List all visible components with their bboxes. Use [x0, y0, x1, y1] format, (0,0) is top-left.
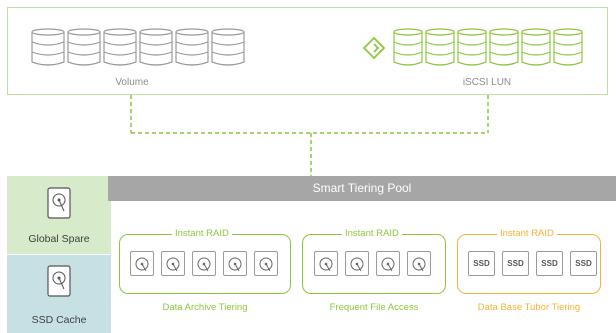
smart-tiering-pool-header: Smart Tiering Pool	[108, 176, 616, 201]
hard-drive-icon	[47, 187, 71, 219]
ssd-disk-icon: SSD	[570, 251, 597, 276]
dashed-connector	[130, 95, 489, 176]
tier-label-data-archive: Data Archive Tiering	[162, 302, 248, 313]
global-spare-label: Global Spare	[28, 233, 90, 245]
instant-raid-label: Instant RAID	[342, 228, 402, 239]
hard-drive-icon	[47, 265, 71, 297]
instant-raid-label: Instant RAID	[172, 228, 232, 239]
disk-row: SSD SSD SSD SSD	[468, 251, 597, 276]
ssd-cache-label: SSD Cache	[31, 314, 87, 326]
instant-raid-label: Instant RAID	[497, 228, 557, 239]
disk-row	[314, 251, 431, 276]
storage-frame	[7, 7, 608, 95]
hdd-disk-icon	[314, 251, 338, 276]
hdd-disk-icon	[376, 251, 400, 276]
hdd-disk-icon	[254, 251, 278, 276]
iscsi-connector-icon	[362, 36, 386, 60]
ssd-disk-icon: SSD	[468, 251, 495, 276]
iscsi-lun-icon	[393, 28, 583, 66]
volume-label: Volume	[115, 77, 149, 88]
hdd-disk-icon	[407, 251, 431, 276]
hdd-disk-icon	[345, 251, 369, 276]
ssd-disk-icon: SSD	[536, 251, 563, 276]
disk-row	[130, 251, 278, 276]
volume-icon	[31, 28, 245, 66]
ssd-disk-icon: SSD	[502, 251, 529, 276]
hdd-disk-icon	[130, 251, 154, 276]
iscsi-lun-label: iSCSI LUN	[462, 77, 512, 88]
tier-label-frequent-file: Frequent File Access	[329, 302, 419, 313]
hdd-disk-icon	[223, 251, 247, 276]
tier-label-database: Data Base Tubor Tiering	[477, 302, 581, 313]
hdd-disk-icon	[192, 251, 216, 276]
hdd-disk-icon	[161, 251, 185, 276]
